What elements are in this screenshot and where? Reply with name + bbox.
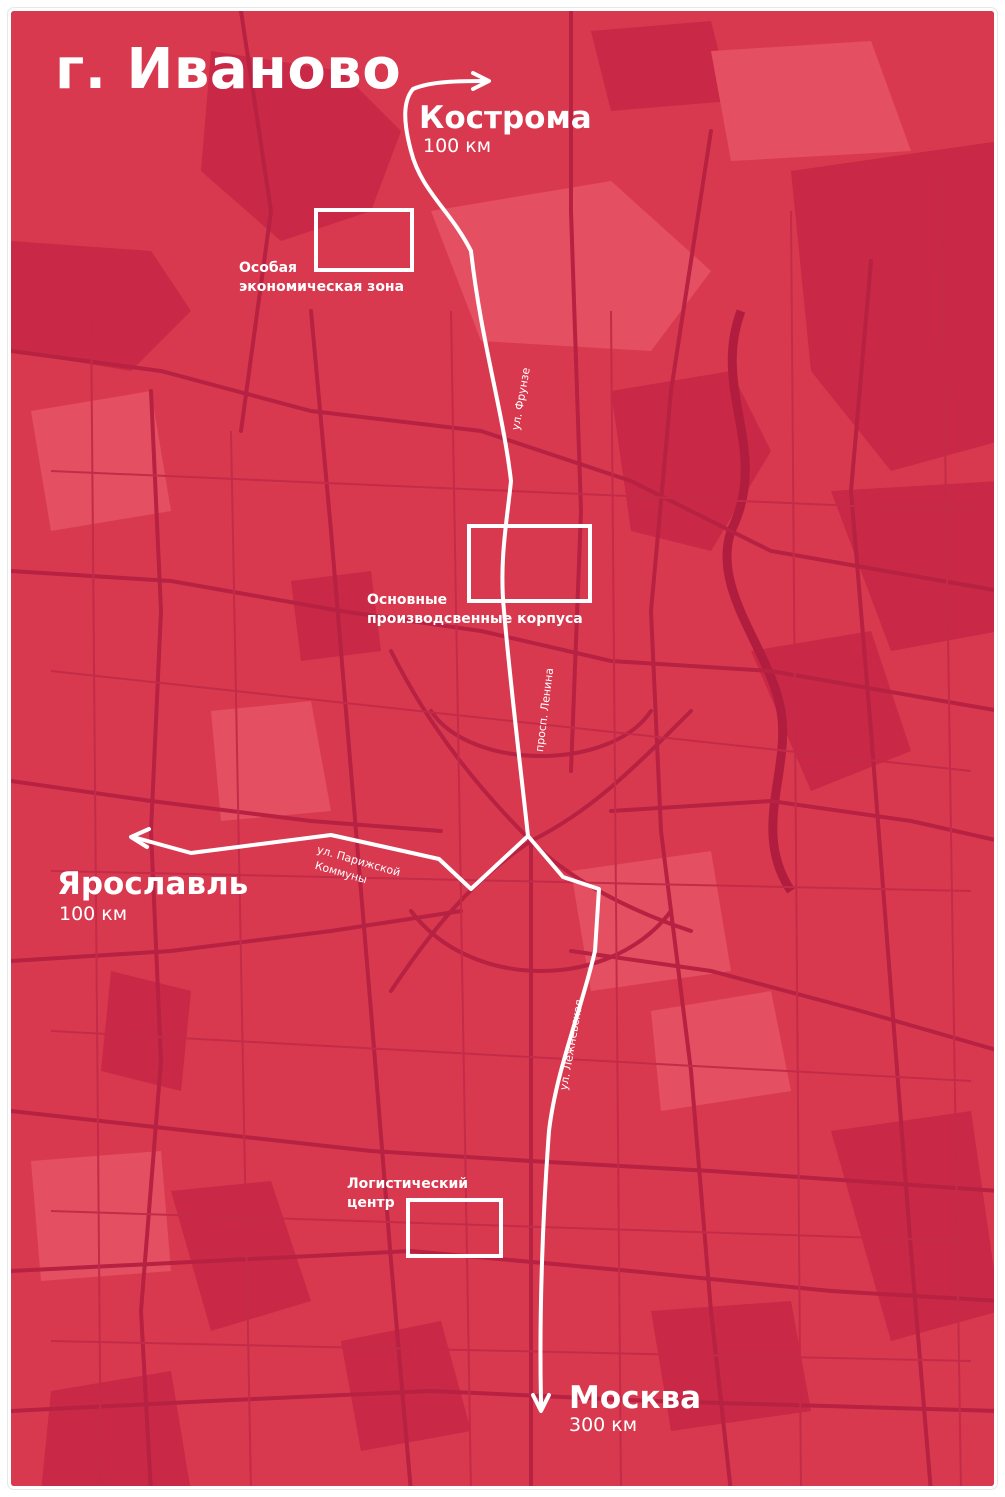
zone-main-line2: производсвенные корпуса [367, 610, 583, 627]
destination-kostroma-name: Кострома [419, 100, 592, 136]
dark-areas [11, 21, 994, 1486]
zone-sez-line1: Особая [239, 260, 298, 276]
destination-moskva-name: Москва [569, 1380, 702, 1416]
main-plant-zone-box[interactable] [467, 524, 592, 603]
kostroma-arrow-icon [471, 71, 491, 91]
destination-yaroslavl-name: Ярославль [57, 866, 249, 902]
zone-logistics-line2: центр [347, 1194, 395, 1211]
logistics-zone-box[interactable] [406, 1198, 503, 1258]
sez-zone-box[interactable] [314, 208, 414, 272]
minor-streets [50, 170, 972, 1486]
light-areas [31, 41, 911, 1281]
zone-main-line1: Основные [367, 592, 448, 608]
route-yaroslavl[interactable] [131, 833, 530, 891]
zone-sez-line2: экономическая зона [239, 278, 405, 295]
moskva-arrow-icon [531, 1393, 551, 1413]
road-network [11, 11, 994, 1486]
map-title: г. Иваново [55, 37, 402, 102]
map-frame: г. Иваново Кострома 100 км Ярославль 100… [8, 8, 997, 1489]
zone-logistics-label: Логистический центр [347, 1175, 468, 1213]
yaroslavl-arrow-icon [129, 827, 151, 849]
river [722, 309, 795, 894]
zone-logistics-line1: Логистический [347, 1176, 469, 1192]
zone-main-label: Основные производсвенные корпуса [367, 591, 583, 629]
destination-kostroma-distance: 100 км [423, 135, 492, 157]
city-map[interactable] [11, 11, 997, 1489]
destination-yaroslavl-distance: 100 км [59, 903, 128, 925]
route-moskva[interactable] [526, 834, 601, 1411]
destination-moskva-distance: 300 км [569, 1414, 638, 1436]
zone-sez-label: Особая экономическая зона [239, 259, 404, 297]
route-kostroma[interactable] [403, 79, 530, 838]
